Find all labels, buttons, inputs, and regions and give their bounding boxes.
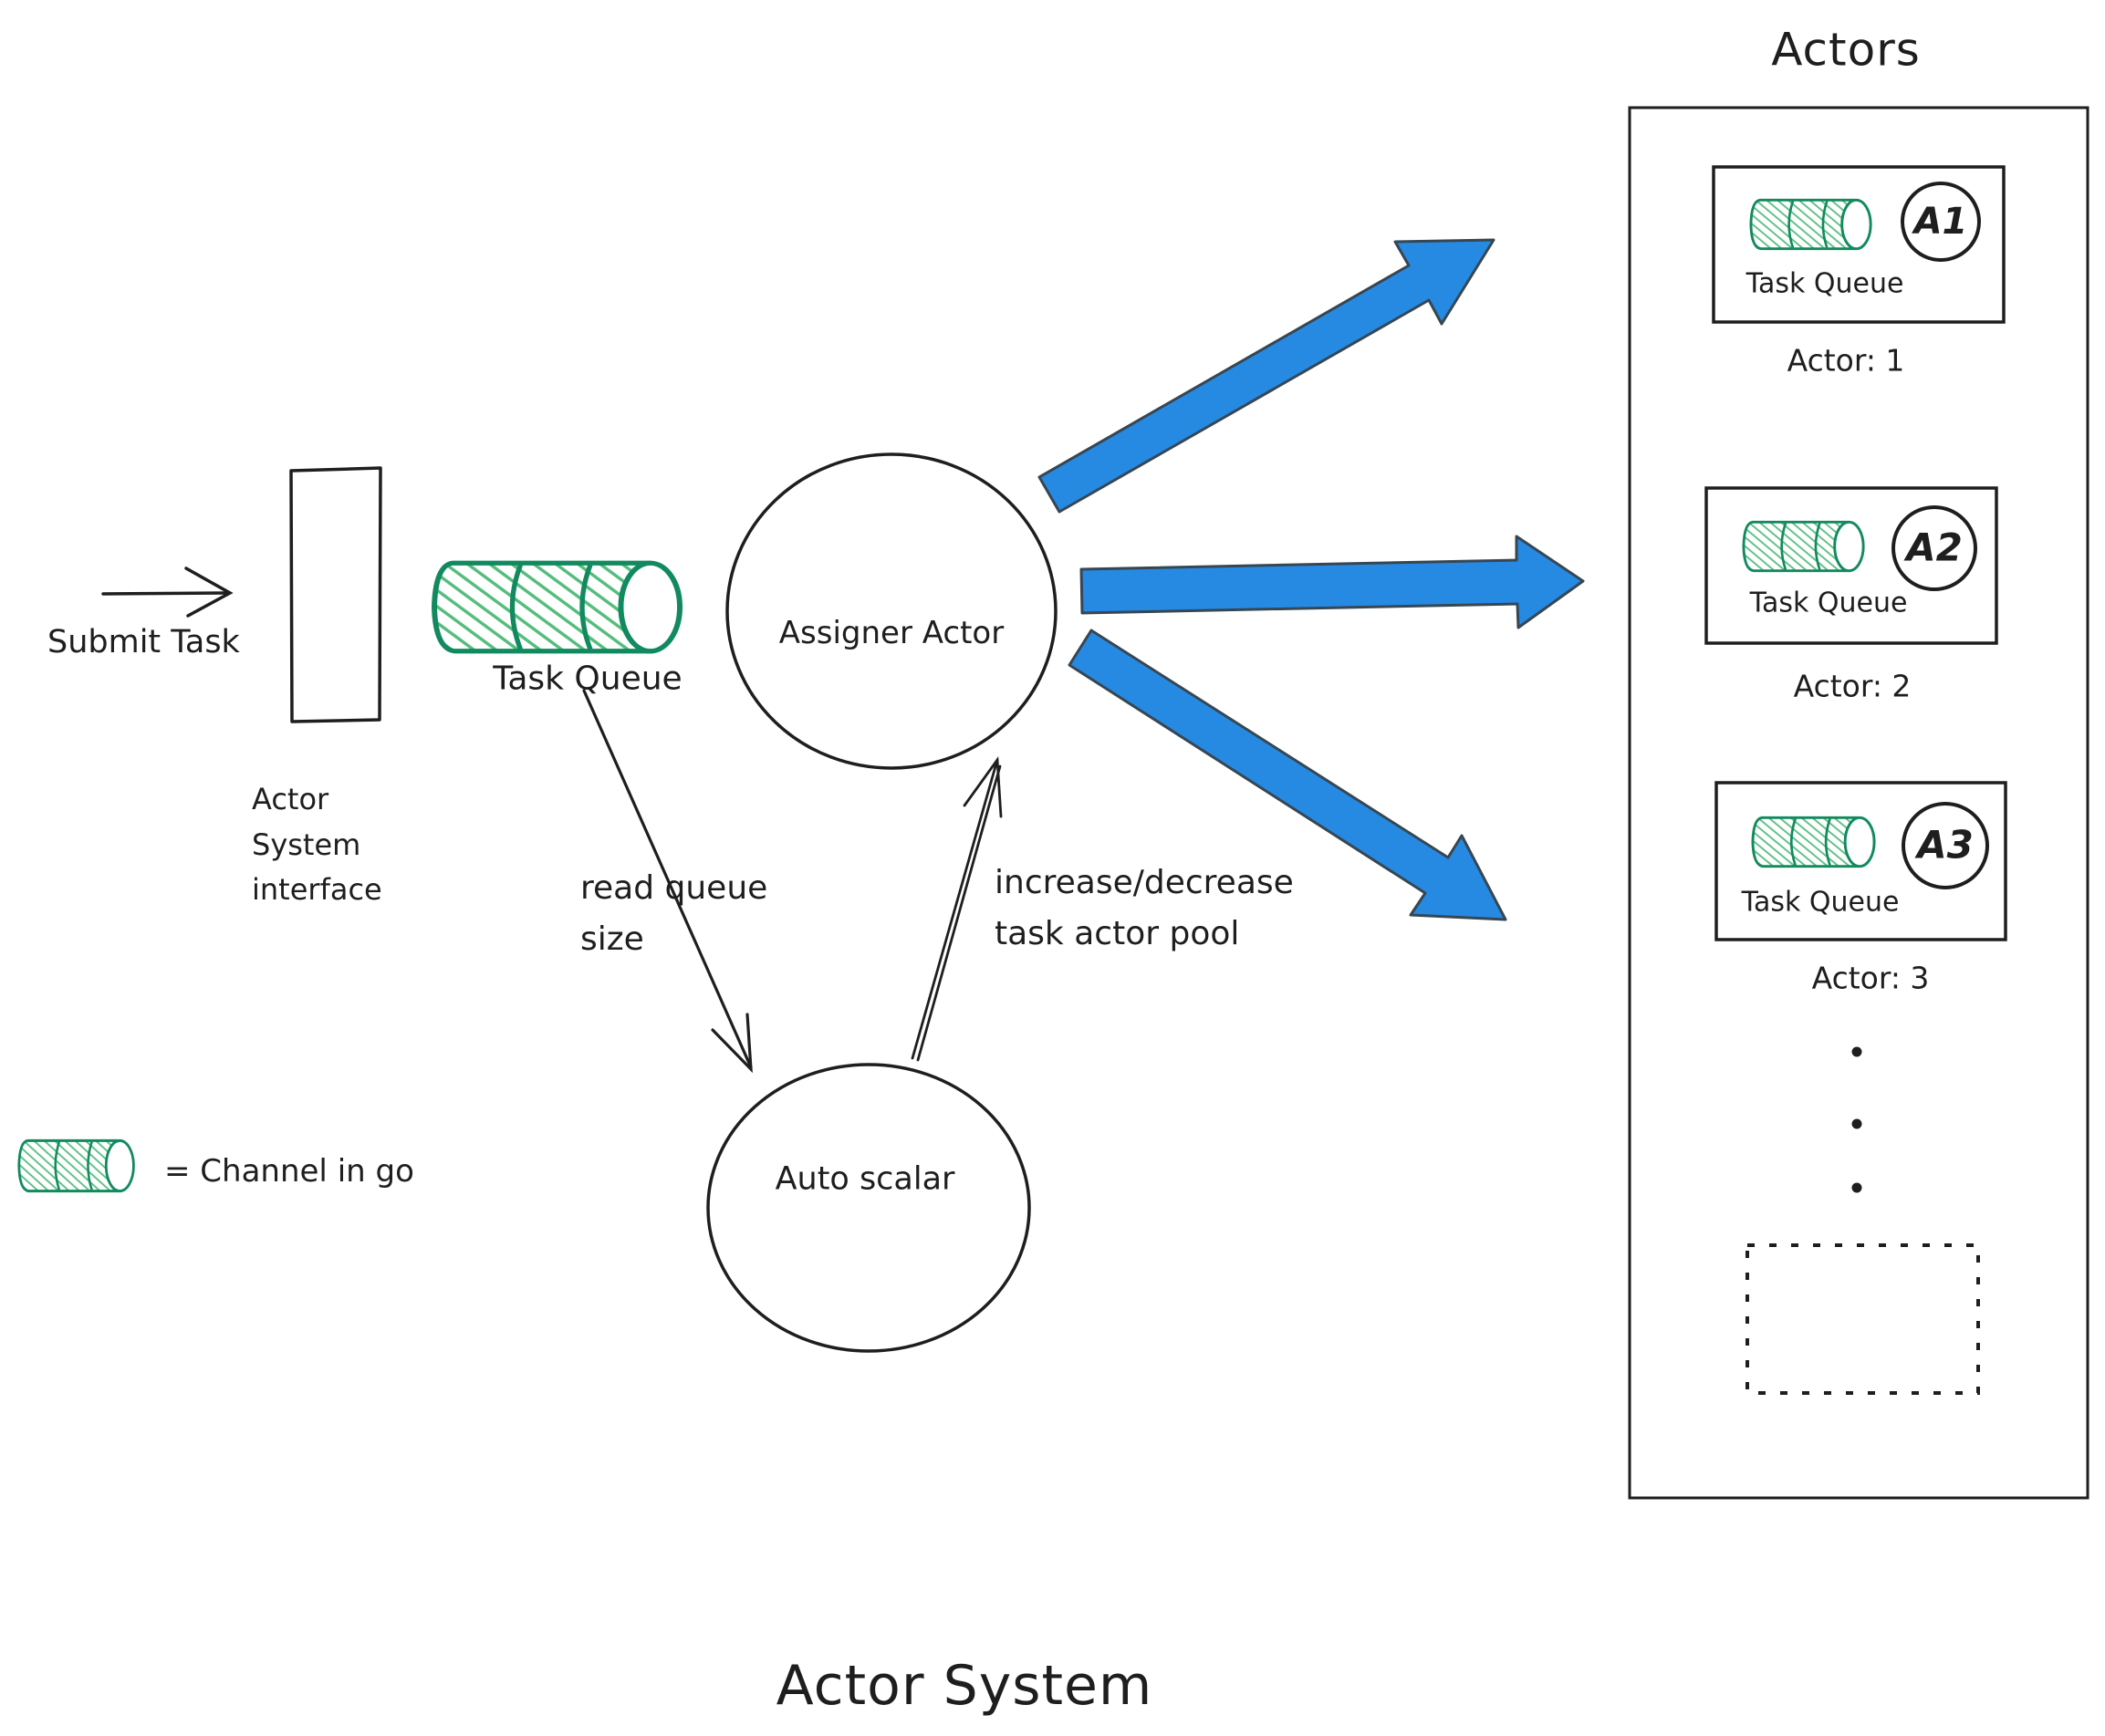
diagram-title: Actor System: [776, 1654, 1153, 1718]
interface-label-line-2: System: [252, 826, 361, 862]
read-queue-size-arrow: [582, 689, 753, 1074]
actor-1-badge-circle: [1901, 182, 1981, 262]
actor-1-badge: A1: [1913, 201, 1968, 243]
assigner-actor-label: Assigner Actor: [778, 614, 1005, 651]
task-queue-label: Task Queue: [493, 660, 683, 698]
actor-system-interface-rect: [289, 466, 382, 723]
actor-1-caption: Actor: 1: [1787, 342, 1905, 379]
actor-3-caption: Actor: 3: [1811, 960, 1930, 996]
actor-3-badge-circle: [1902, 802, 1989, 889]
legend-label: = Channel in go: [164, 1153, 414, 1190]
actor-1-queue-label: Task Queue: [1745, 267, 1904, 300]
read-queue-size-line-1: read queue: [580, 869, 768, 907]
actor-2-queue-label: Task Queue: [1749, 587, 1908, 619]
ellipsis-dot-3: [1851, 1182, 1862, 1193]
interface-label-line-1: Actor: [252, 782, 329, 816]
actor-3-queue-label: Task Queue: [1741, 886, 1900, 919]
scale-pool-line-1: increase/decrease: [995, 864, 1294, 901]
dispatch-arrow-middle: [1079, 535, 1585, 629]
assigner-actor-circle: [725, 452, 1058, 770]
scale-pool-label: increase/decrease task actor pool: [995, 858, 1294, 960]
actor-2-badge-circle: [1891, 505, 1977, 591]
auto-scaler-circle: [706, 1063, 1031, 1353]
submit-task-label: Submit Task: [47, 624, 240, 660]
read-queue-size-label: read queue size: [580, 863, 767, 965]
task-queue-cylinder-icon: [434, 563, 680, 651]
submit-task-arrow-icon: [101, 567, 234, 618]
auto-scaler-label: Auto scalar: [775, 1160, 955, 1198]
legend-channel-cylinder-icon: [17, 1138, 135, 1193]
ellipsis-dot-2: [1851, 1118, 1862, 1129]
actors-panel-title: Actors: [1771, 23, 1921, 77]
actor-2-badge: A2: [1906, 525, 1963, 570]
ellipsis-dot-1: [1851, 1046, 1862, 1057]
scale-pool-arrow: [911, 756, 1003, 1062]
scale-pool-line-2: task actor pool: [995, 914, 1240, 952]
future-actor-placeholder: [1745, 1243, 1980, 1395]
actors-panel-border: [1628, 106, 2089, 1500]
dispatch-arrow-top: [1037, 238, 1495, 514]
actor-1-queue-cylinder-icon: [1749, 198, 1872, 251]
actor-3-badge: A3: [1917, 822, 1974, 868]
interface-label-line-3: interface: [252, 872, 382, 908]
read-queue-size-line-2: size: [580, 920, 644, 958]
actor-3-queue-cylinder-icon: [1751, 816, 1876, 868]
dispatch-arrow-bottom: [1068, 629, 1507, 921]
actor-2-queue-cylinder-icon: [1742, 520, 1865, 573]
interface-label: Actor System interface: [252, 777, 382, 913]
actor-2-caption: Actor: 2: [1793, 668, 1912, 704]
